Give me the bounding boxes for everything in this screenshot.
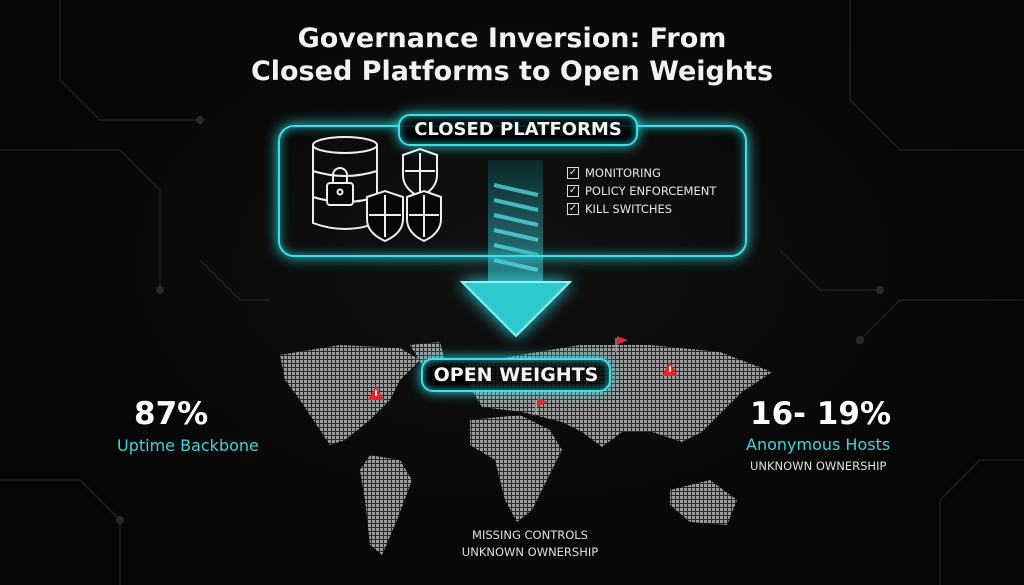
title-line-1: Governance Inversion: From: [297, 23, 727, 54]
left-stat-label: Uptime Backbone: [117, 436, 259, 455]
down-arrow: [459, 160, 573, 338]
shield-icon: [366, 189, 404, 243]
title-line-2: Closed Platforms to Open Weights: [250, 56, 774, 87]
world-map: [280, 342, 772, 555]
bottom-note-line-2: UNKNOWN OWNERSHIP: [461, 545, 599, 559]
checkbox-checked-icon: ✓: [567, 203, 579, 215]
right-stat-sublabel: UNKNOWN OWNERSHIP: [750, 459, 887, 473]
checkbox-checked-icon: ✓: [567, 167, 579, 179]
checklist-label: MONITORING: [585, 166, 661, 180]
bottom-note-line-1: MISSING CONTROLS: [472, 528, 588, 542]
security-icons: [312, 136, 442, 243]
checkbox-checked-icon: ✓: [567, 185, 579, 197]
warning-icon: [368, 386, 384, 400]
checklist-label: KILL SWITCHES: [585, 202, 673, 216]
warning-icon: [662, 362, 678, 376]
checklist-label: POLICY ENFORCEMENT: [585, 184, 717, 198]
right-stat-value: 16- 19%: [750, 396, 891, 432]
shield-icon: [406, 189, 442, 243]
closed-platforms-label: CLOSED PLATFORMS: [398, 114, 638, 146]
checklist-item: ✓ MONITORING: [567, 166, 661, 180]
page-title: Governance Inversion: From Closed Platfo…: [0, 22, 1024, 88]
map-south-america: [360, 455, 412, 555]
flag-icon: [535, 398, 548, 414]
checklist-item: ✓ POLICY ENFORCEMENT: [567, 184, 716, 198]
map-africa: [470, 415, 562, 522]
left-stat-value: 87%: [134, 396, 209, 432]
open-weights-label: OPEN WEIGHTS: [421, 358, 611, 392]
map-australia: [670, 480, 737, 525]
map-north-america: [280, 345, 420, 445]
shield-icon: [402, 147, 438, 199]
checklist-item: ✓ KILL SWITCHES: [567, 202, 672, 216]
right-stat-label: Anonymous Hosts: [746, 435, 891, 454]
flag-icon: [615, 336, 628, 352]
